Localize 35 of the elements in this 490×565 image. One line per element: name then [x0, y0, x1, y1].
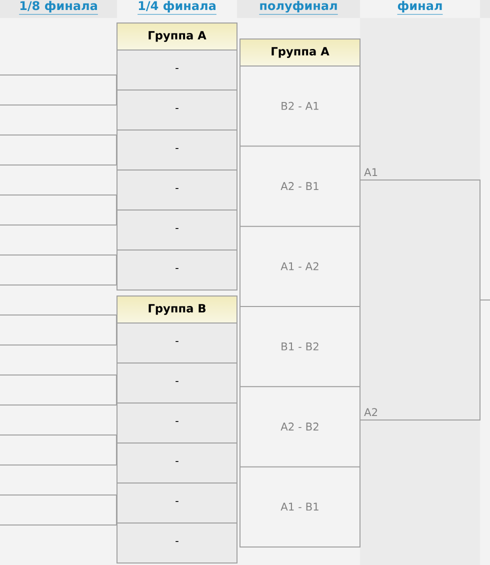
node-label: - [176, 68, 178, 69]
match-cell: - [116, 442, 238, 484]
match-cell: A2 - B1 [240, 146, 360, 227]
match-cell: - [116, 402, 238, 444]
match-cell: - [116, 170, 238, 210]
match-cell: A1 - B1 [240, 466, 360, 548]
seed-label: A2 [364, 408, 377, 416]
node-label: - [176, 341, 178, 342]
node-label: - [176, 501, 178, 502]
node-label: - [176, 381, 178, 382]
match-cell: - [116, 50, 238, 90]
node-label: - [176, 188, 178, 189]
node-label: - [176, 421, 178, 422]
node-label: - [176, 108, 178, 109]
seed-label: A1 [364, 168, 378, 176]
match-cell: - [116, 250, 238, 290]
match-cell: - [116, 322, 238, 364]
match-cell: A2 - B2 [240, 386, 360, 468]
column-header: 1/8 финала [0, 0, 117, 18]
column-header: 1/4 финала [137, 0, 217, 15]
match-cell: - [116, 482, 238, 524]
bracket-connector [360, 300, 490, 420]
node-label: - [176, 148, 178, 149]
match-cell: B2 - A1 [240, 66, 360, 147]
node-label: - [176, 228, 178, 229]
column-header: финал [396, 0, 444, 15]
match-cell: - [116, 362, 238, 404]
match-cell: - [116, 210, 238, 250]
match-cell: - [116, 130, 238, 170]
match-cell: - [116, 522, 238, 564]
column-header: полуфинал [237, 0, 360, 18]
match-cell: B1 - B2 [240, 306, 360, 388]
match-cell: A1 - A2 [240, 226, 360, 307]
node-label: - [176, 461, 178, 462]
match-cell: - [116, 90, 238, 130]
